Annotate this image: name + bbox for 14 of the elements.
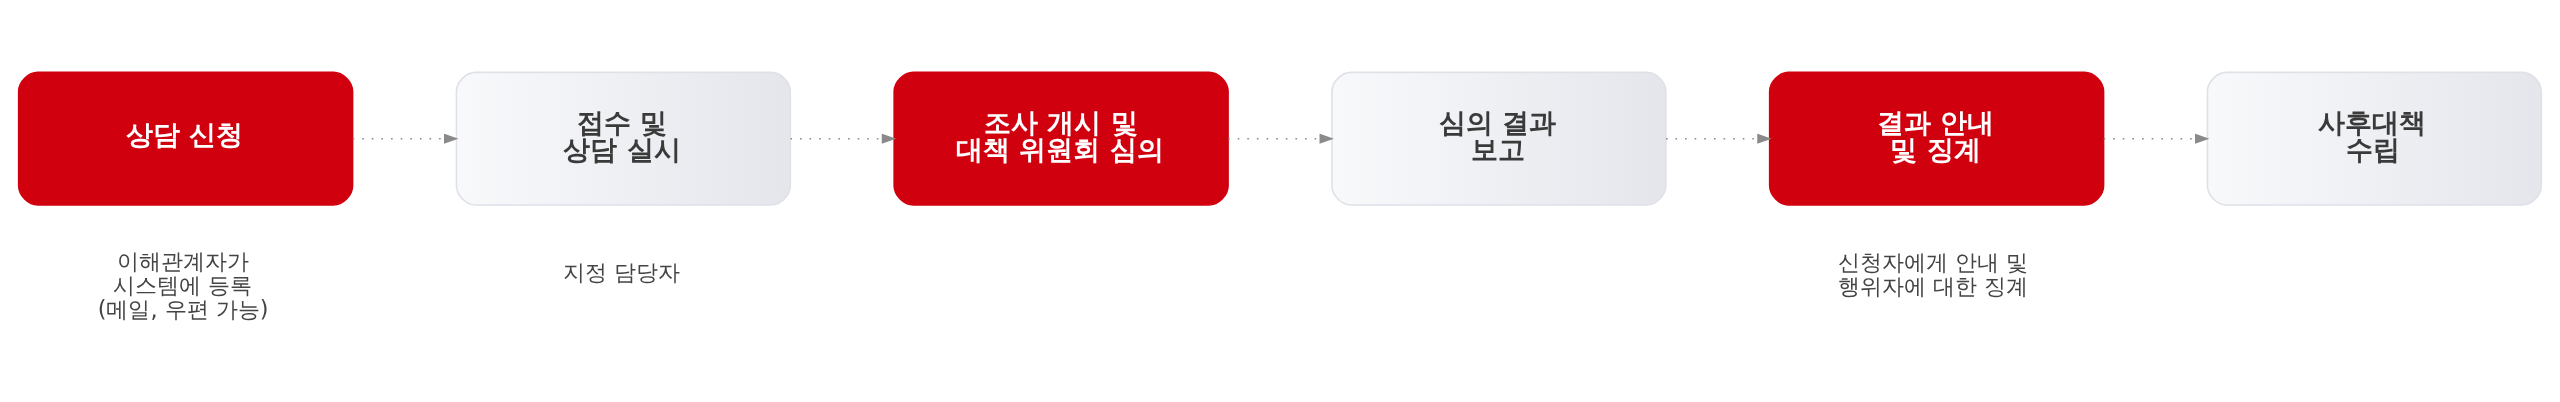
node-box: 심의 결과 보고: [1331, 71, 1667, 206]
node-box: 조사 개시 및 대책 위원회 심의: [893, 71, 1229, 206]
node-box: 사후대책 수립: [2206, 71, 2543, 206]
node-box: 결과 안내 및 징계: [1768, 71, 2105, 206]
arrow: [1227, 133, 1334, 144]
arrow: [1665, 133, 1772, 144]
node-label: 지정 담당자: [562, 259, 680, 286]
arrow: [789, 133, 897, 144]
node-label: 이해관계자가 시스템에 등록 (메일, 우편 가능): [97, 248, 269, 323]
node-box: 상담 신청: [17, 71, 354, 206]
node-label: 신청자에게 안내 및 행위자에 대한 징계: [1837, 249, 2028, 299]
node-box: 접수 및 상담 실시: [455, 71, 792, 206]
arrow: [2102, 133, 2210, 144]
arrow: [351, 133, 459, 144]
